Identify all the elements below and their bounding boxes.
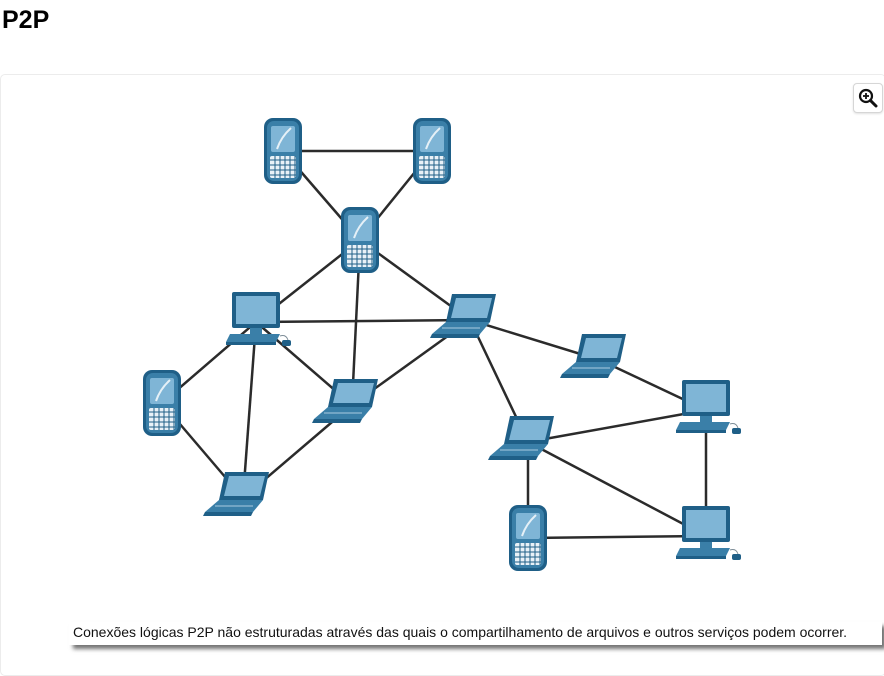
- smartphone-icon: [413, 118, 451, 184]
- zoom-in-icon: [858, 88, 878, 108]
- page-title: P2P: [2, 6, 50, 34]
- link-desktop-left-to-laptop-bottom-left: [241, 321, 258, 499]
- devices-layer: [143, 118, 741, 571]
- link-laptop-right-center-to-desktop-right-bottom: [527, 440, 707, 538]
- laptop-icon: [312, 379, 378, 423]
- desktop-icon: [676, 506, 741, 560]
- link-laptop-right-center-to-desktop-right-top: [527, 408, 707, 444]
- laptop-icon: [488, 416, 554, 460]
- desktop-icon: [226, 292, 291, 346]
- link-desktop-left-to-laptop-center-right: [255, 318, 471, 324]
- zoom-button[interactable]: [853, 83, 883, 113]
- smartphone-icon: [143, 370, 181, 436]
- smartphone-icon: [341, 207, 379, 273]
- smartphone-icon: [264, 118, 302, 184]
- laptop-icon: [430, 294, 496, 338]
- desktop-icon: [676, 380, 741, 434]
- laptop-icon: [560, 334, 626, 378]
- diagram-caption: Conexões lógicas P2P não estruturadas at…: [69, 622, 882, 645]
- laptop-icon: [203, 472, 269, 516]
- link-phone-bottom-to-desktop-right-bottom: [527, 534, 707, 540]
- smartphone-icon: [509, 505, 547, 571]
